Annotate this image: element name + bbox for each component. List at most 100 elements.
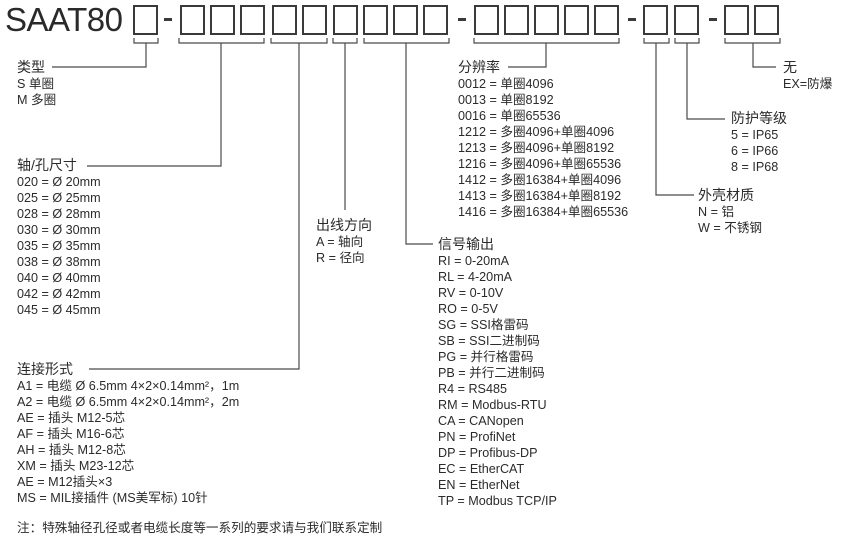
list-item: XM = 插头 M23-12芯 bbox=[17, 459, 135, 473]
code-box-shaft-3 bbox=[240, 5, 265, 35]
code-box-explosion-1 bbox=[724, 5, 749, 35]
group-protection: 防护等级 5 = IP65 6 = IP66 8 = IP68 bbox=[731, 110, 787, 175]
bracket-signal bbox=[363, 38, 450, 245]
separator-dash bbox=[709, 18, 717, 21]
code-box-explosion-2 bbox=[754, 5, 779, 35]
list-item: TP = Modbus TCP/IP bbox=[438, 494, 557, 508]
group-title: 信号输出 bbox=[438, 236, 494, 252]
list-item: 8 = IP68 bbox=[731, 160, 779, 174]
group-title: 连接形式 bbox=[17, 361, 73, 377]
list-item: PG = 并行格雷码 bbox=[438, 350, 534, 364]
list-item: S 单圈 bbox=[17, 77, 55, 91]
code-box-shaft-1 bbox=[180, 5, 205, 35]
list-item: 1412 = 多圈16384+单圈4096 bbox=[458, 173, 622, 187]
list-item: 025 = Ø 25mm bbox=[17, 191, 101, 205]
group-title: 类型 bbox=[17, 59, 45, 75]
code-box-outlet bbox=[333, 5, 358, 35]
code-box-resolution-3 bbox=[534, 5, 559, 35]
list-item: 1416 = 多圈16384+单圈65536 bbox=[458, 205, 629, 219]
code-box-resolution-1 bbox=[474, 5, 499, 35]
code-box-signal-3 bbox=[423, 5, 448, 35]
bracket-resolution bbox=[473, 38, 620, 68]
list-item: RO = 0-5V bbox=[438, 302, 498, 316]
list-item: 0012 = 单圈4096 bbox=[458, 77, 554, 91]
list-item: 1212 = 多圈4096+单圈4096 bbox=[458, 125, 615, 139]
group-title: 出线方向 bbox=[316, 217, 372, 233]
group-signal: 信号输出 RI = 0-20mA RL = 4-20mA RV = 0-10V … bbox=[438, 236, 557, 509]
group-title: 分辨率 bbox=[458, 59, 500, 75]
list-item: EC = EtherCAT bbox=[438, 462, 525, 476]
list-item: R4 = RS485 bbox=[438, 382, 507, 396]
list-item: 1413 = 多圈16384+单圈8192 bbox=[458, 189, 622, 203]
code-box-resolution-5 bbox=[594, 5, 619, 35]
group-type: 类型 S 单圈 M 多圈 bbox=[17, 59, 56, 108]
list-item: 020 = Ø 20mm bbox=[17, 175, 101, 189]
group-title: 防护等级 bbox=[731, 110, 787, 126]
list-item: 0013 = 单圈8192 bbox=[458, 93, 554, 107]
code-box-shaft-2 bbox=[210, 5, 235, 35]
bracket-outlet bbox=[332, 38, 358, 210]
list-item: A2 = 电缆 Ø 6.5mm 4×2×0.14mm²，2m bbox=[17, 395, 240, 409]
code-box-housing bbox=[643, 5, 668, 35]
list-item: 6 = IP66 bbox=[731, 144, 779, 158]
code-box-signal-2 bbox=[393, 5, 418, 35]
list-item: CA = CANopen bbox=[438, 414, 524, 428]
group-shaft: 轴/孔尺寸 020 = Ø 20mm 025 = Ø 25mm 028 = Ø … bbox=[17, 157, 101, 318]
list-item: AE = M12插头×3 bbox=[17, 475, 113, 489]
list-item: 028 = Ø 28mm bbox=[17, 207, 101, 221]
list-item: AE = 插头 M12-5芯 bbox=[17, 411, 126, 425]
group-explosion: 无 EX=防爆 bbox=[783, 59, 832, 92]
list-item: RV = 0-10V bbox=[438, 286, 504, 300]
code-box-resolution-4 bbox=[564, 5, 589, 35]
code-box-resolution-2 bbox=[504, 5, 529, 35]
list-item: SB = SSI二进制码 bbox=[438, 334, 540, 348]
group-resolution: 分辨率 0012 = 单圈4096 0013 = 单圈8192 0016 = 单… bbox=[458, 59, 628, 220]
bracket-connection bbox=[89, 38, 328, 370]
list-item: RL = 4-20mA bbox=[438, 270, 513, 284]
list-item: 1216 = 多圈4096+单圈65536 bbox=[458, 157, 622, 171]
list-item: RM = Modbus-RTU bbox=[438, 398, 547, 412]
list-item: AF = 插头 M16-6芯 bbox=[17, 427, 125, 441]
group-title: 无 bbox=[783, 59, 797, 75]
code-box-protection bbox=[674, 5, 699, 35]
list-item: AH = 插头 M12-8芯 bbox=[17, 443, 126, 457]
list-item: N = 铝 bbox=[698, 205, 735, 219]
list-item: PN = ProfiNet bbox=[438, 430, 516, 444]
code-box-type bbox=[133, 5, 158, 35]
list-item: EX=防爆 bbox=[783, 77, 833, 91]
list-item: 1213 = 多圈4096+单圈8192 bbox=[458, 141, 615, 155]
code-box-connection-2 bbox=[302, 5, 327, 35]
list-item: R = 径向 bbox=[316, 251, 365, 265]
list-item: SG = SSI格雷码 bbox=[438, 318, 529, 332]
group-housing: 外壳材质 N = 铝 W = 不锈钢 bbox=[698, 187, 762, 236]
separator-dash bbox=[458, 18, 466, 21]
code-box-signal-1 bbox=[363, 5, 388, 35]
list-item: 038 = Ø 38mm bbox=[17, 255, 101, 269]
list-item: M 多圈 bbox=[17, 93, 57, 107]
code-box-connection-1 bbox=[272, 5, 297, 35]
bracket-explosion bbox=[724, 38, 781, 68]
list-item: 030 = Ø 30mm bbox=[17, 223, 101, 237]
model-prefix: SAAT80 bbox=[5, 1, 123, 38]
group-title: 外壳材质 bbox=[698, 187, 754, 203]
list-item: MS = MIL接插件 (MS美军标) 10针 bbox=[17, 491, 208, 505]
list-item: A = 轴向 bbox=[316, 235, 364, 249]
bracket-housing bbox=[643, 38, 694, 196]
separator-dash bbox=[164, 18, 172, 21]
list-item: 5 = IP65 bbox=[731, 128, 779, 142]
list-item: 040 = Ø 40mm bbox=[17, 271, 101, 285]
separator-dash bbox=[628, 18, 636, 21]
group-connection: 连接形式 A1 = 电缆 Ø 6.5mm 4×2×0.14mm²，1m A2 =… bbox=[17, 361, 239, 506]
list-item: RI = 0-20mA bbox=[438, 254, 510, 268]
footnote: 注：特殊轴径孔径或者电缆长度等一系列的要求请与我们联系定制 bbox=[17, 521, 383, 535]
list-item: EN = EtherNet bbox=[438, 478, 520, 492]
list-item: 035 = Ø 35mm bbox=[17, 239, 101, 253]
group-title: 轴/孔尺寸 bbox=[17, 157, 77, 173]
list-item: 045 = Ø 45mm bbox=[17, 303, 101, 317]
bracket-type bbox=[52, 38, 159, 68]
bracket-shaft bbox=[87, 38, 265, 167]
list-item: PB = 并行二进制码 bbox=[438, 366, 545, 380]
group-outlet: 出线方向 A = 轴向 R = 径向 bbox=[316, 217, 372, 266]
list-item: 042 = Ø 42mm bbox=[17, 287, 101, 301]
